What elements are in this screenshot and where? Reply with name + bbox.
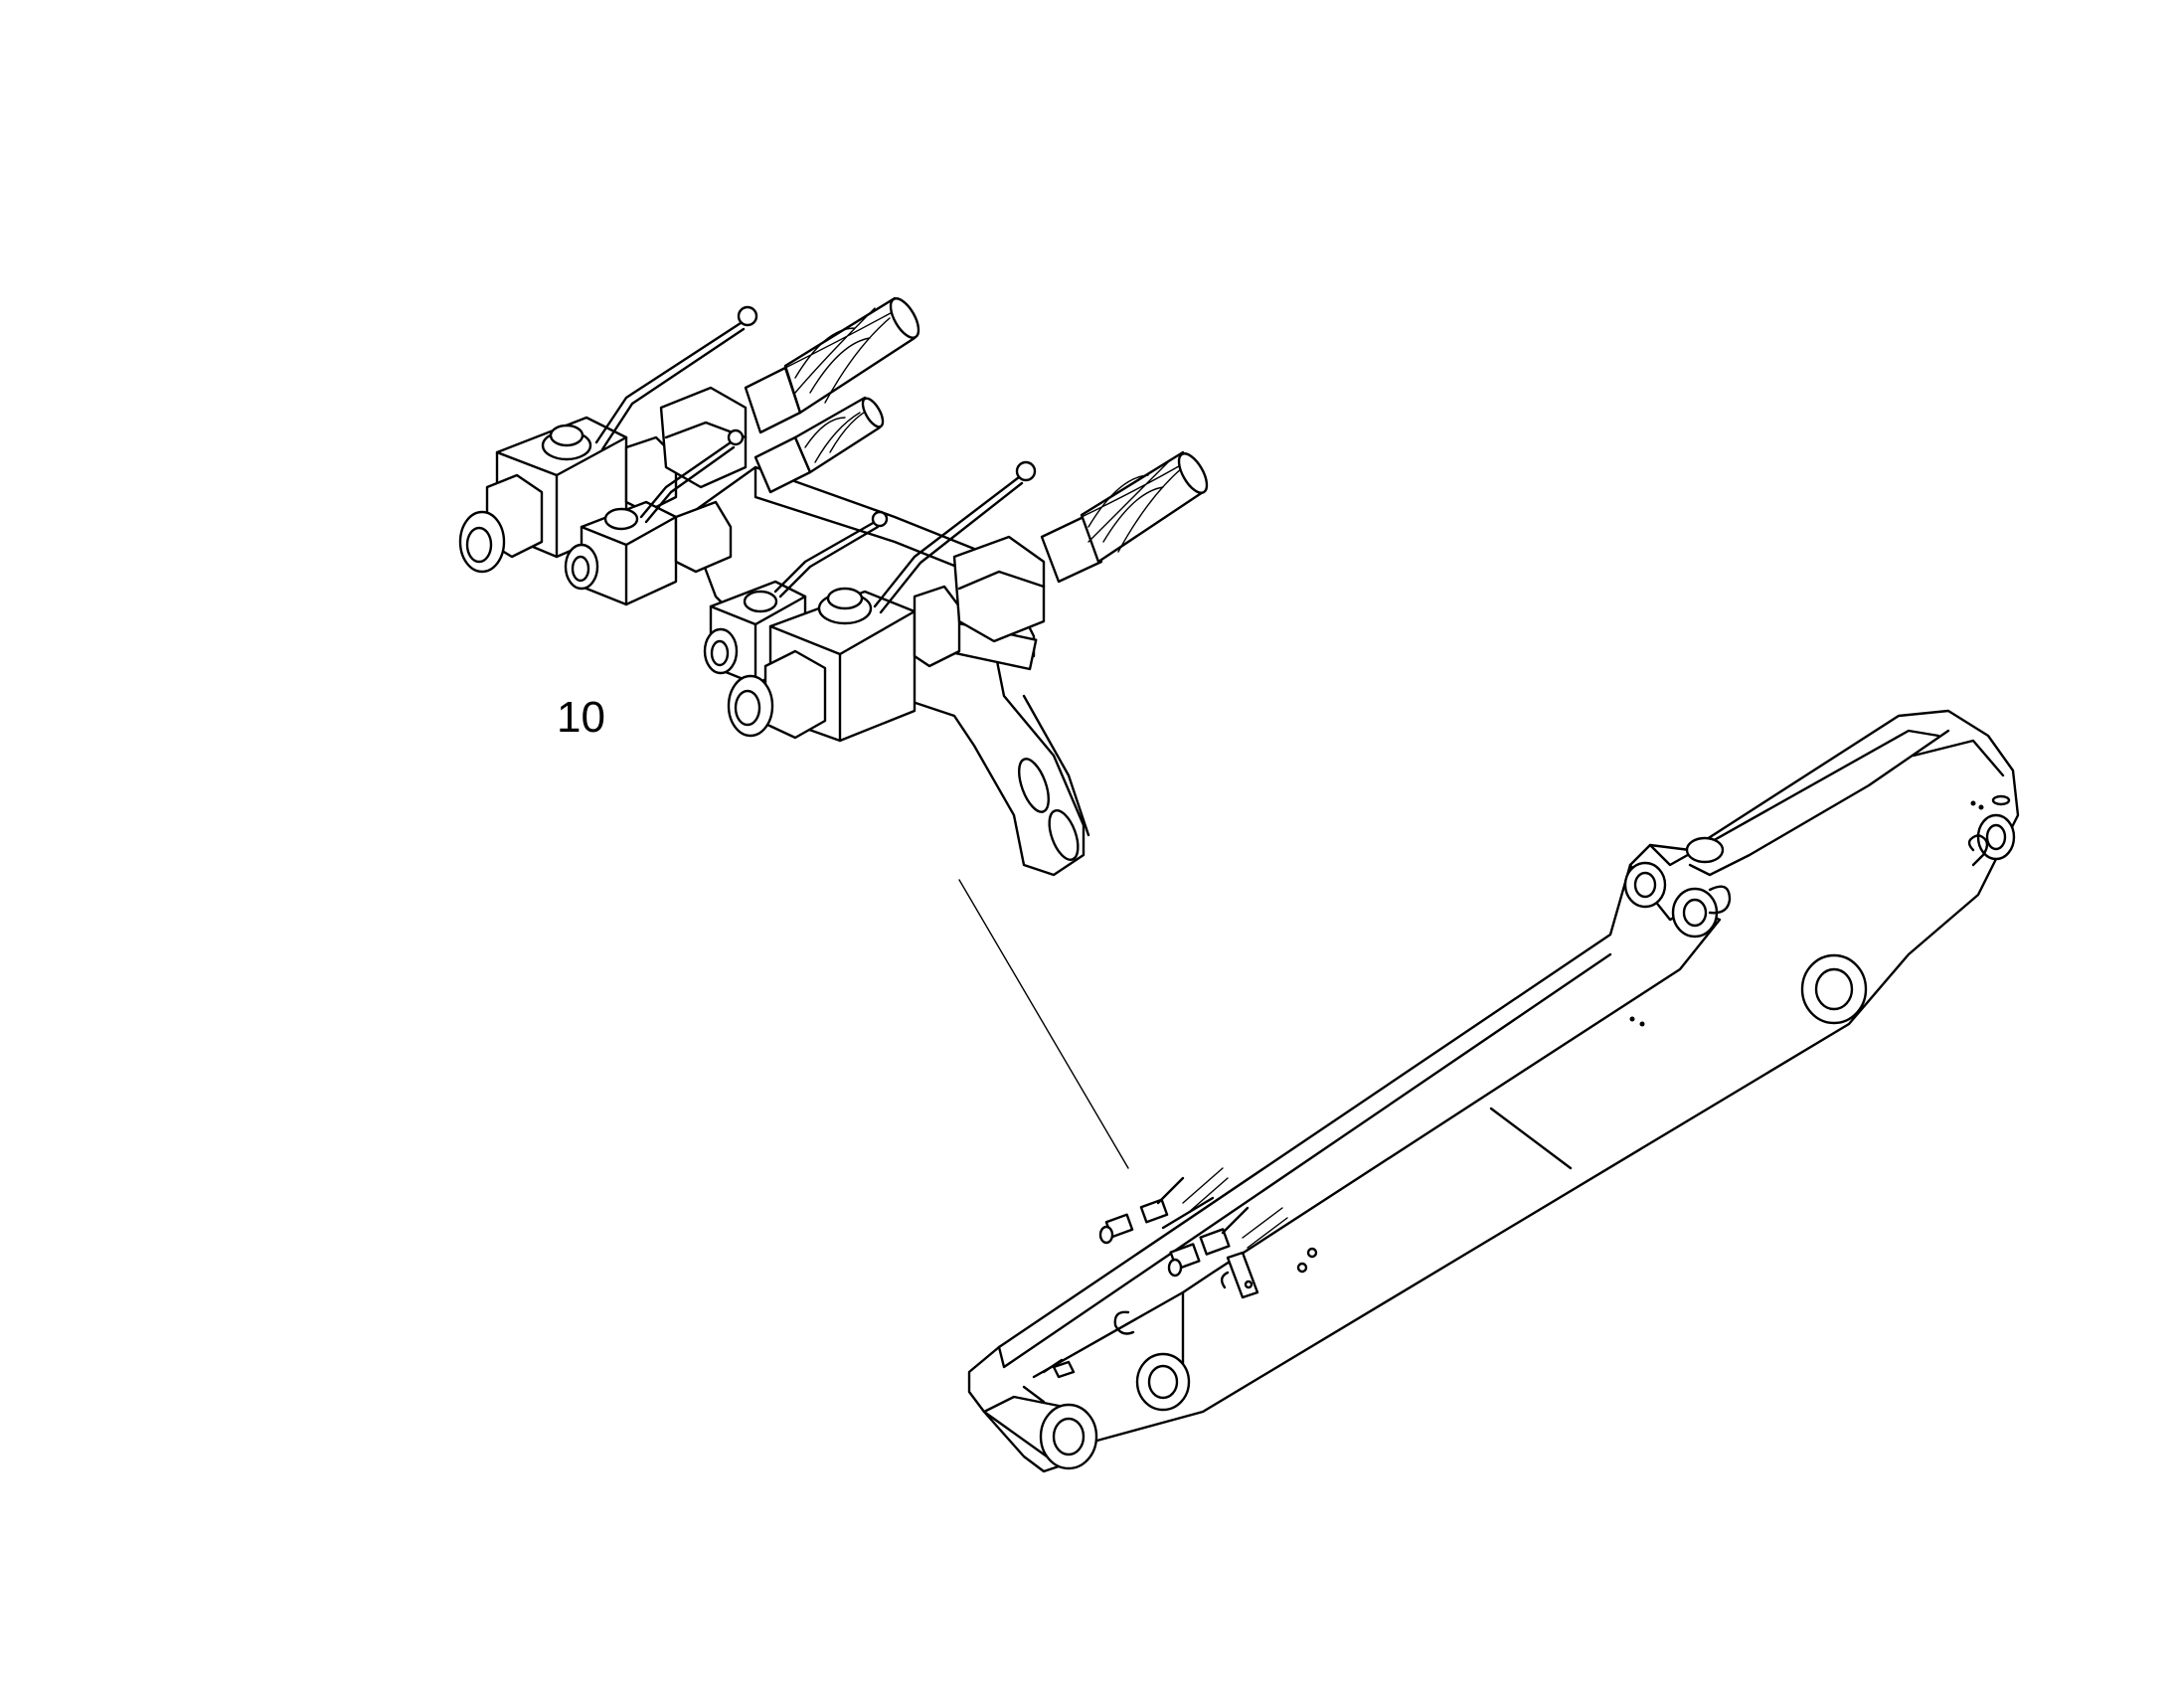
valve-1-handle-knob [737,305,758,327]
hose-1 [783,296,920,415]
bracket-slot-lower [1048,809,1080,861]
valve-4-handle-knob [1015,460,1037,482]
boom-pin-bosses [1039,813,2016,1470]
callout-10-label: 10 [557,693,605,742]
boom-mini-valve-assembly [1098,1167,1288,1299]
valve-3-port [703,627,739,675]
hose-2 [793,396,885,474]
hose-3 [1080,450,1209,564]
bracket-slot-upper [1018,758,1050,813]
ball-valve-4 [727,450,1209,743]
valve-assembly-detail [458,296,1209,877]
callout-leader-line [958,879,1129,1169]
boom-arm-overview [967,709,2020,1473]
valve-2-handle-knob [727,428,745,446]
valve-3-handle-knob [871,510,889,528]
valve-2-port [564,543,599,591]
ball-valve-2 [564,396,885,606]
